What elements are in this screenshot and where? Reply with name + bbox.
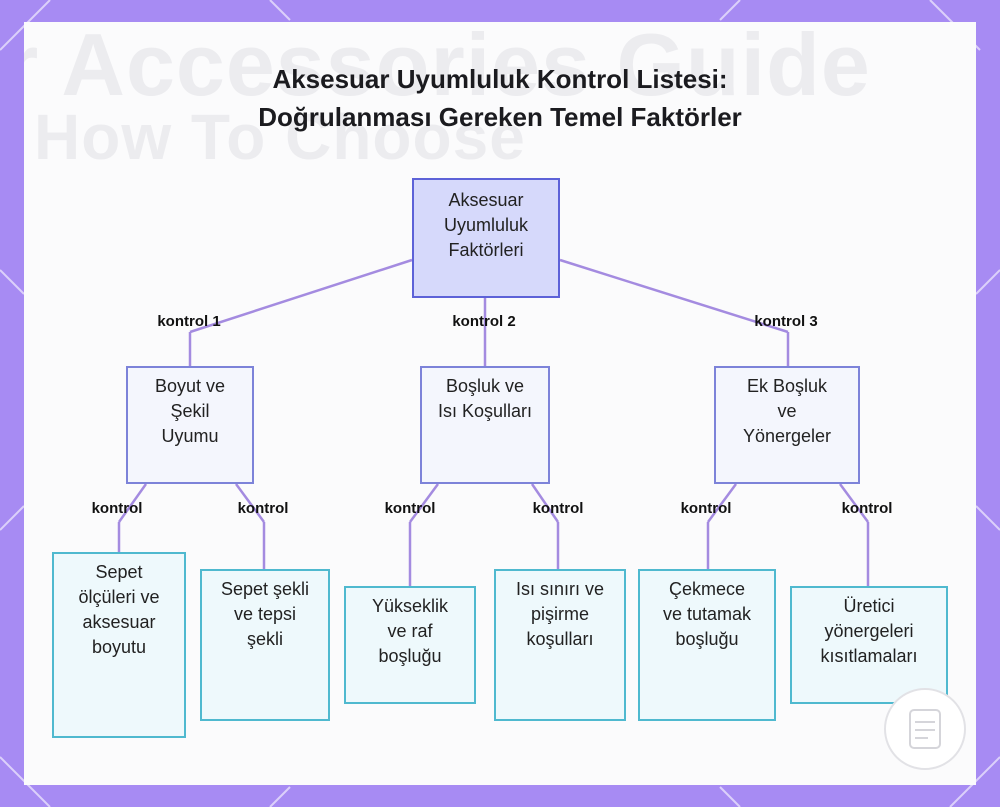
branch-node-3: Ek Boşluk ve Yönergeler	[714, 366, 860, 484]
edge-label-leaf-1: kontrol	[91, 500, 143, 517]
edge-label-branch-1: kontrol 1	[157, 313, 221, 330]
branch-node-1-label: Boyut ve Şekil Uyumu	[154, 376, 226, 446]
branch-node-2: Boşluk ve Isı Koşulları	[420, 366, 550, 484]
edge-label-leaf-3: kontrol	[384, 500, 436, 517]
edge-label-leaf-4: kontrol	[532, 500, 584, 517]
leaf-node-5: Çekmece ve tutamak boşluğu	[638, 569, 776, 721]
leaf-node-4: Isı sınırı ve pişirme koşulları	[494, 569, 626, 721]
background-watermark-line1: r Accessories Guide	[24, 22, 871, 114]
connector-line	[189, 258, 413, 334]
connector-line	[117, 483, 148, 523]
diagram-card: r Accessories Guide How To Choose Aksesu…	[24, 22, 976, 785]
branch-node-3-label: Ek Boşluk ve Yönergeler	[742, 376, 832, 446]
connector-line	[706, 483, 738, 523]
background-watermark-line2: How To Choose	[34, 101, 526, 173]
leaf-node-6: Üretici yönergeleri kısıtlamaları	[790, 586, 948, 704]
root-node: Aksesuar Uyumluluk Faktörleri	[412, 178, 560, 298]
connector-line	[408, 483, 440, 523]
leaf-node-3: Yükseklik ve raf boşluğu	[344, 586, 476, 704]
edge-label-leaf-6: kontrol	[841, 500, 893, 517]
leaf-node-1: Sepet ölçüleri ve aksesuar boyutu	[52, 552, 186, 738]
leaf-node-3-label: Yükseklik ve raf boşluğu	[371, 596, 449, 666]
branch-node-1: Boyut ve Şekil Uyumu	[126, 366, 254, 484]
leaf-node-2-label: Sepet şekli ve tepsi şekli	[220, 579, 310, 649]
document-logo-icon	[884, 688, 966, 770]
connector-line	[530, 483, 560, 523]
leaf-node-4-label: Isı sınırı ve pişirme koşulları	[515, 579, 605, 649]
diagram-edges	[117, 258, 870, 586]
connector-line	[559, 258, 789, 334]
diagram-title-line2: Doğrulanması Gereken Temel Faktörler	[258, 102, 742, 132]
edge-label-branch-3: kontrol 3	[754, 313, 818, 330]
leaf-node-6-label: Üretici yönergeleri kısıtlamaları	[820, 596, 918, 666]
root-node-label: Aksesuar Uyumluluk Faktörleri	[443, 190, 529, 260]
leaf-node-2: Sepet şekli ve tepsi şekli	[200, 569, 330, 721]
edge-label-leaf-2: kontrol	[237, 500, 289, 517]
edge-label-leaf-5: kontrol	[680, 500, 732, 517]
edge-label-branch-2: kontrol 2	[452, 313, 516, 330]
leaf-node-1-label: Sepet ölçüleri ve aksesuar boyutu	[78, 562, 160, 657]
branch-node-2-label: Boşluk ve Isı Koşulları	[437, 376, 533, 421]
connector-line	[838, 483, 870, 523]
connector-line	[234, 483, 266, 523]
diagram-title-line1: Aksesuar Uyumluluk Kontrol Listesi:	[272, 64, 728, 94]
leaf-node-5-label: Çekmece ve tutamak boşluğu	[662, 579, 752, 649]
